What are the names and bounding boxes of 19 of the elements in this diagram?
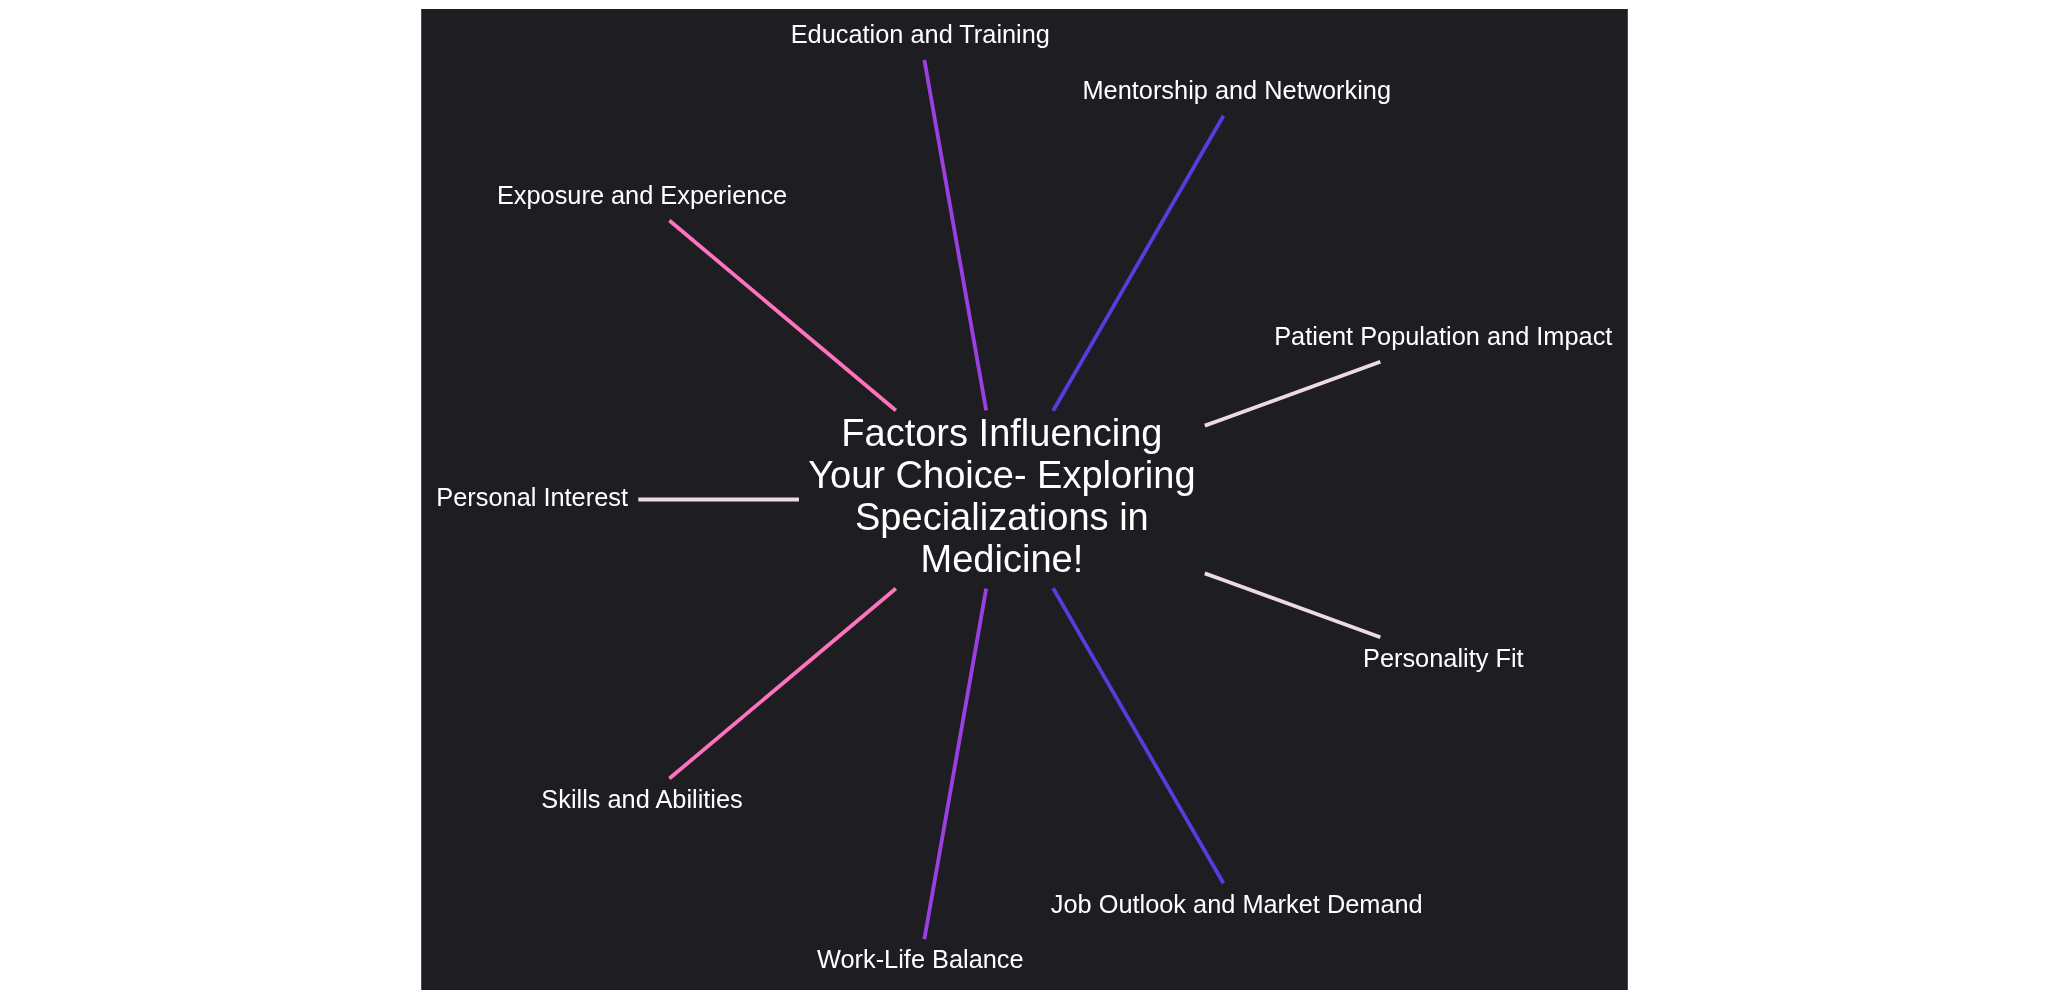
node-text: Skills and Abilities: [540, 784, 743, 813]
connector: [1203, 571, 1381, 639]
connector: [667, 218, 897, 412]
node-text: Work-Life Balance: [816, 944, 1024, 973]
connector: [922, 59, 988, 411]
node-text: Personality Fit: [1362, 643, 1524, 671]
node-text: Factors Influencing Your Choice- Exploring Specializations in Medicine!: [807, 411, 1196, 580]
connector: [1051, 586, 1225, 884]
connector: [1203, 359, 1381, 427]
connector: [637, 497, 799, 501]
node-text: Mentorship and Networking: [1082, 75, 1391, 104]
connector: [1051, 114, 1225, 412]
node-text: Exposure and Experience: [496, 180, 787, 209]
node-text: Education and Training: [790, 19, 1050, 48]
node-text: Job Outlook and Market Demand: [1050, 889, 1423, 918]
node-text: Personal Interest: [435, 482, 628, 511]
connector: [922, 587, 988, 939]
node-text: Patient Population and Impact: [1273, 321, 1612, 350]
connector: [667, 586, 897, 780]
